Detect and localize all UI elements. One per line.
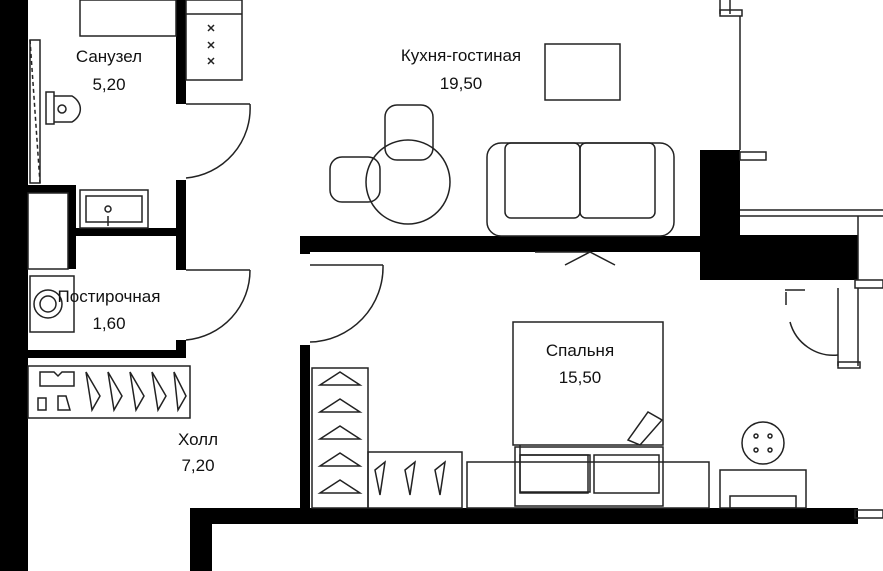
room-name-laundry: Постирочная <box>58 287 161 306</box>
walls <box>0 0 858 571</box>
bedroom-bench <box>466 461 710 509</box>
room-labels: Санузел 5,20 Кухня-гостиная 19,50 Постир… <box>58 46 615 475</box>
laundry-fixtures <box>29 275 75 333</box>
room-name-kitchen-living: Кухня-гостиная <box>401 46 521 65</box>
windows <box>719 0 883 519</box>
wall-bottom-left-drop <box>190 508 212 571</box>
shower-tray <box>29 39 41 184</box>
sofa-icon <box>486 142 675 237</box>
wall-column <box>700 150 740 280</box>
wall-bedroom-door-jamb <box>300 236 310 254</box>
kitchen-counter <box>79 0 243 81</box>
hall-wardrobe <box>27 365 191 419</box>
hanger-icon <box>317 371 363 494</box>
hanger-icon <box>374 460 447 496</box>
bedroom-desk <box>719 469 807 509</box>
bed-icon <box>512 321 664 507</box>
wall-kitchen-bedroom <box>300 236 700 252</box>
tv-stand <box>544 43 621 101</box>
wall-right-stub <box>740 235 858 280</box>
room-name-bathroom: Санузел <box>76 47 142 66</box>
room-name-bedroom: Спальня <box>546 341 614 360</box>
sink-icon <box>79 189 149 229</box>
kitchen-living-furniture <box>329 43 675 237</box>
bedroom-dresser <box>367 451 463 509</box>
doors <box>185 103 839 356</box>
wall-sink-bottom <box>76 228 186 236</box>
room-area-bedroom: 15,50 <box>559 368 602 387</box>
toilet-icon <box>45 91 82 125</box>
hanger-icon <box>85 371 187 413</box>
boots-icon <box>37 395 71 411</box>
stove-burner-icon <box>207 24 215 65</box>
room-name-hall: Холл <box>178 430 218 449</box>
bedroom-wardrobe <box>311 367 369 509</box>
stool-icon <box>741 421 785 465</box>
wall-bottom <box>190 508 858 524</box>
shirt-icon <box>39 371 75 387</box>
wall-laundry-divider <box>68 185 76 269</box>
room-area-bathroom: 5,20 <box>92 75 125 94</box>
wall-bedroom-left <box>300 345 310 510</box>
wall-bathroom-right-lower <box>176 180 186 270</box>
wall-left-outer <box>0 0 28 571</box>
washing-machine-icon <box>29 275 75 333</box>
wall-bathroom-right-upper <box>176 0 186 104</box>
bathroom-fixtures <box>27 39 149 270</box>
room-area-kitchen-living: 19,50 <box>440 74 483 93</box>
room-area-laundry: 1,60 <box>92 314 125 333</box>
bath-cabinet <box>27 192 69 270</box>
wall-laundry-door-jamb <box>176 340 186 358</box>
wall-laundry-bottom <box>28 350 186 358</box>
wall-bathroom-bottom <box>28 185 76 193</box>
bedroom-furniture <box>311 321 807 509</box>
dining-table-icon <box>329 104 451 225</box>
desk-drawer <box>729 495 797 509</box>
room-area-hall: 7,20 <box>181 456 214 475</box>
